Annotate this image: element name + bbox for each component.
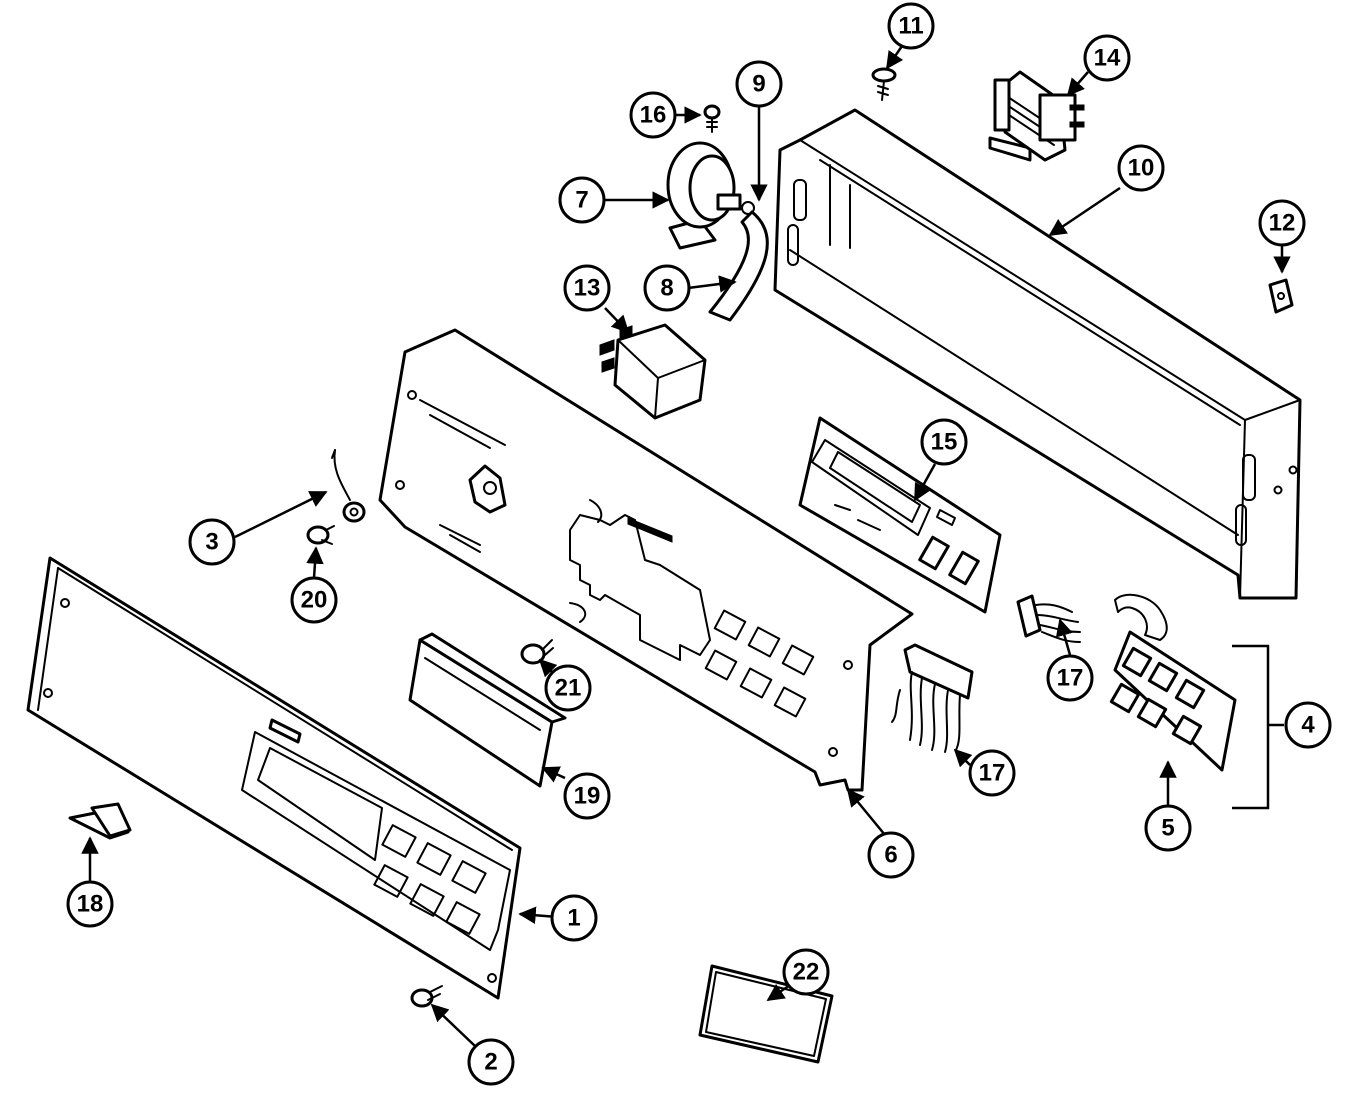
callout-label: 17	[1057, 665, 1084, 692]
callout-16: 16	[629, 91, 677, 139]
callout-label: 1	[567, 905, 580, 932]
callout-label: 21	[555, 675, 582, 702]
callout-label: 14	[1094, 45, 1121, 72]
callout-label: 20	[301, 587, 328, 614]
callouts: 1 2 3 4 5 6 7 8 9 10 11 12 13 14 15 16 1…	[66, 2, 1332, 1086]
callout-14: 14	[1083, 34, 1131, 82]
callout-2: 2	[467, 1038, 515, 1086]
callout-1: 1	[550, 894, 598, 942]
part-screw-11	[871, 67, 897, 101]
callout-13: 13	[563, 264, 611, 312]
part-display-lens	[408, 632, 567, 788]
part-console-clip	[68, 802, 132, 840]
callout-label: 13	[574, 275, 601, 302]
part-wire-harness-upper	[1016, 594, 1081, 643]
callout-17-lower: 17	[968, 749, 1016, 797]
callout-22: 22	[782, 948, 830, 996]
callout-label: 7	[575, 187, 588, 214]
part-display-board	[798, 416, 1002, 614]
part-screw-21	[520, 639, 554, 665]
callout-label: 18	[77, 891, 104, 918]
callout-9: 9	[735, 60, 783, 108]
part-screw-2	[410, 985, 443, 1008]
callout-15: 15	[920, 418, 968, 466]
callout-label: 22	[793, 959, 820, 986]
bracket-part-4	[1232, 644, 1284, 810]
callout-11: 11	[887, 2, 935, 50]
part-clip	[1268, 278, 1294, 314]
callout-20: 20	[290, 576, 338, 624]
callout-5: 5	[1144, 804, 1192, 852]
part-hose	[708, 210, 769, 322]
callout-18: 18	[66, 880, 114, 928]
part-console-panel	[26, 556, 522, 1000]
part-control-frame	[378, 328, 914, 792]
callout-6: 6	[867, 831, 915, 879]
callout-label: 17	[979, 760, 1006, 787]
part-switch-board	[1109, 593, 1237, 772]
callout-label: 16	[640, 102, 667, 129]
part-transformer	[988, 70, 1085, 162]
part-control-housing	[773, 108, 1302, 600]
callout-17-upper: 17	[1046, 654, 1094, 702]
callout-10: 10	[1117, 144, 1165, 192]
callout-label: 3	[205, 529, 218, 556]
callout-label: 8	[660, 275, 673, 302]
callout-label: 9	[752, 71, 765, 98]
part-screw-20	[306, 525, 335, 545]
callout-label: 10	[1128, 155, 1155, 182]
callout-7: 7	[558, 176, 606, 224]
part-relay	[599, 323, 707, 420]
callout-21: 21	[544, 664, 592, 712]
callout-label: 4	[1301, 712, 1315, 739]
part-ground-wire	[331, 449, 366, 523]
part-wire-harness-lower	[891, 643, 974, 753]
part-pressure-switch	[666, 141, 755, 250]
callout-label: 6	[884, 842, 897, 869]
callout-label: 15	[931, 429, 958, 456]
callout-label: 5	[1161, 815, 1174, 842]
callout-label: 19	[574, 783, 601, 810]
part-screw-16	[703, 104, 721, 133]
callout-8: 8	[643, 264, 691, 312]
callout-19: 19	[563, 772, 611, 820]
callout-12: 12	[1258, 199, 1306, 247]
callout-label: 12	[1269, 210, 1296, 237]
callout-label: 11	[898, 13, 923, 40]
callout-label: 2	[484, 1049, 497, 1076]
callout-3: 3	[188, 518, 236, 566]
callout-4: 4	[1284, 701, 1332, 749]
